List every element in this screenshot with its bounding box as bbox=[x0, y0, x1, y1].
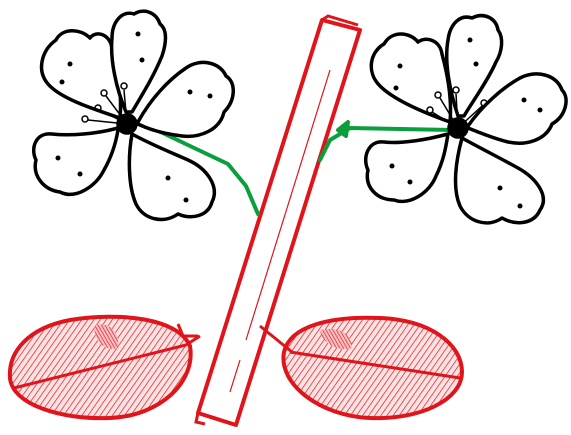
leaf-left bbox=[10, 317, 200, 418]
flower-right bbox=[366, 16, 566, 223]
leaf-right bbox=[260, 318, 462, 418]
flower-left bbox=[34, 11, 234, 219]
